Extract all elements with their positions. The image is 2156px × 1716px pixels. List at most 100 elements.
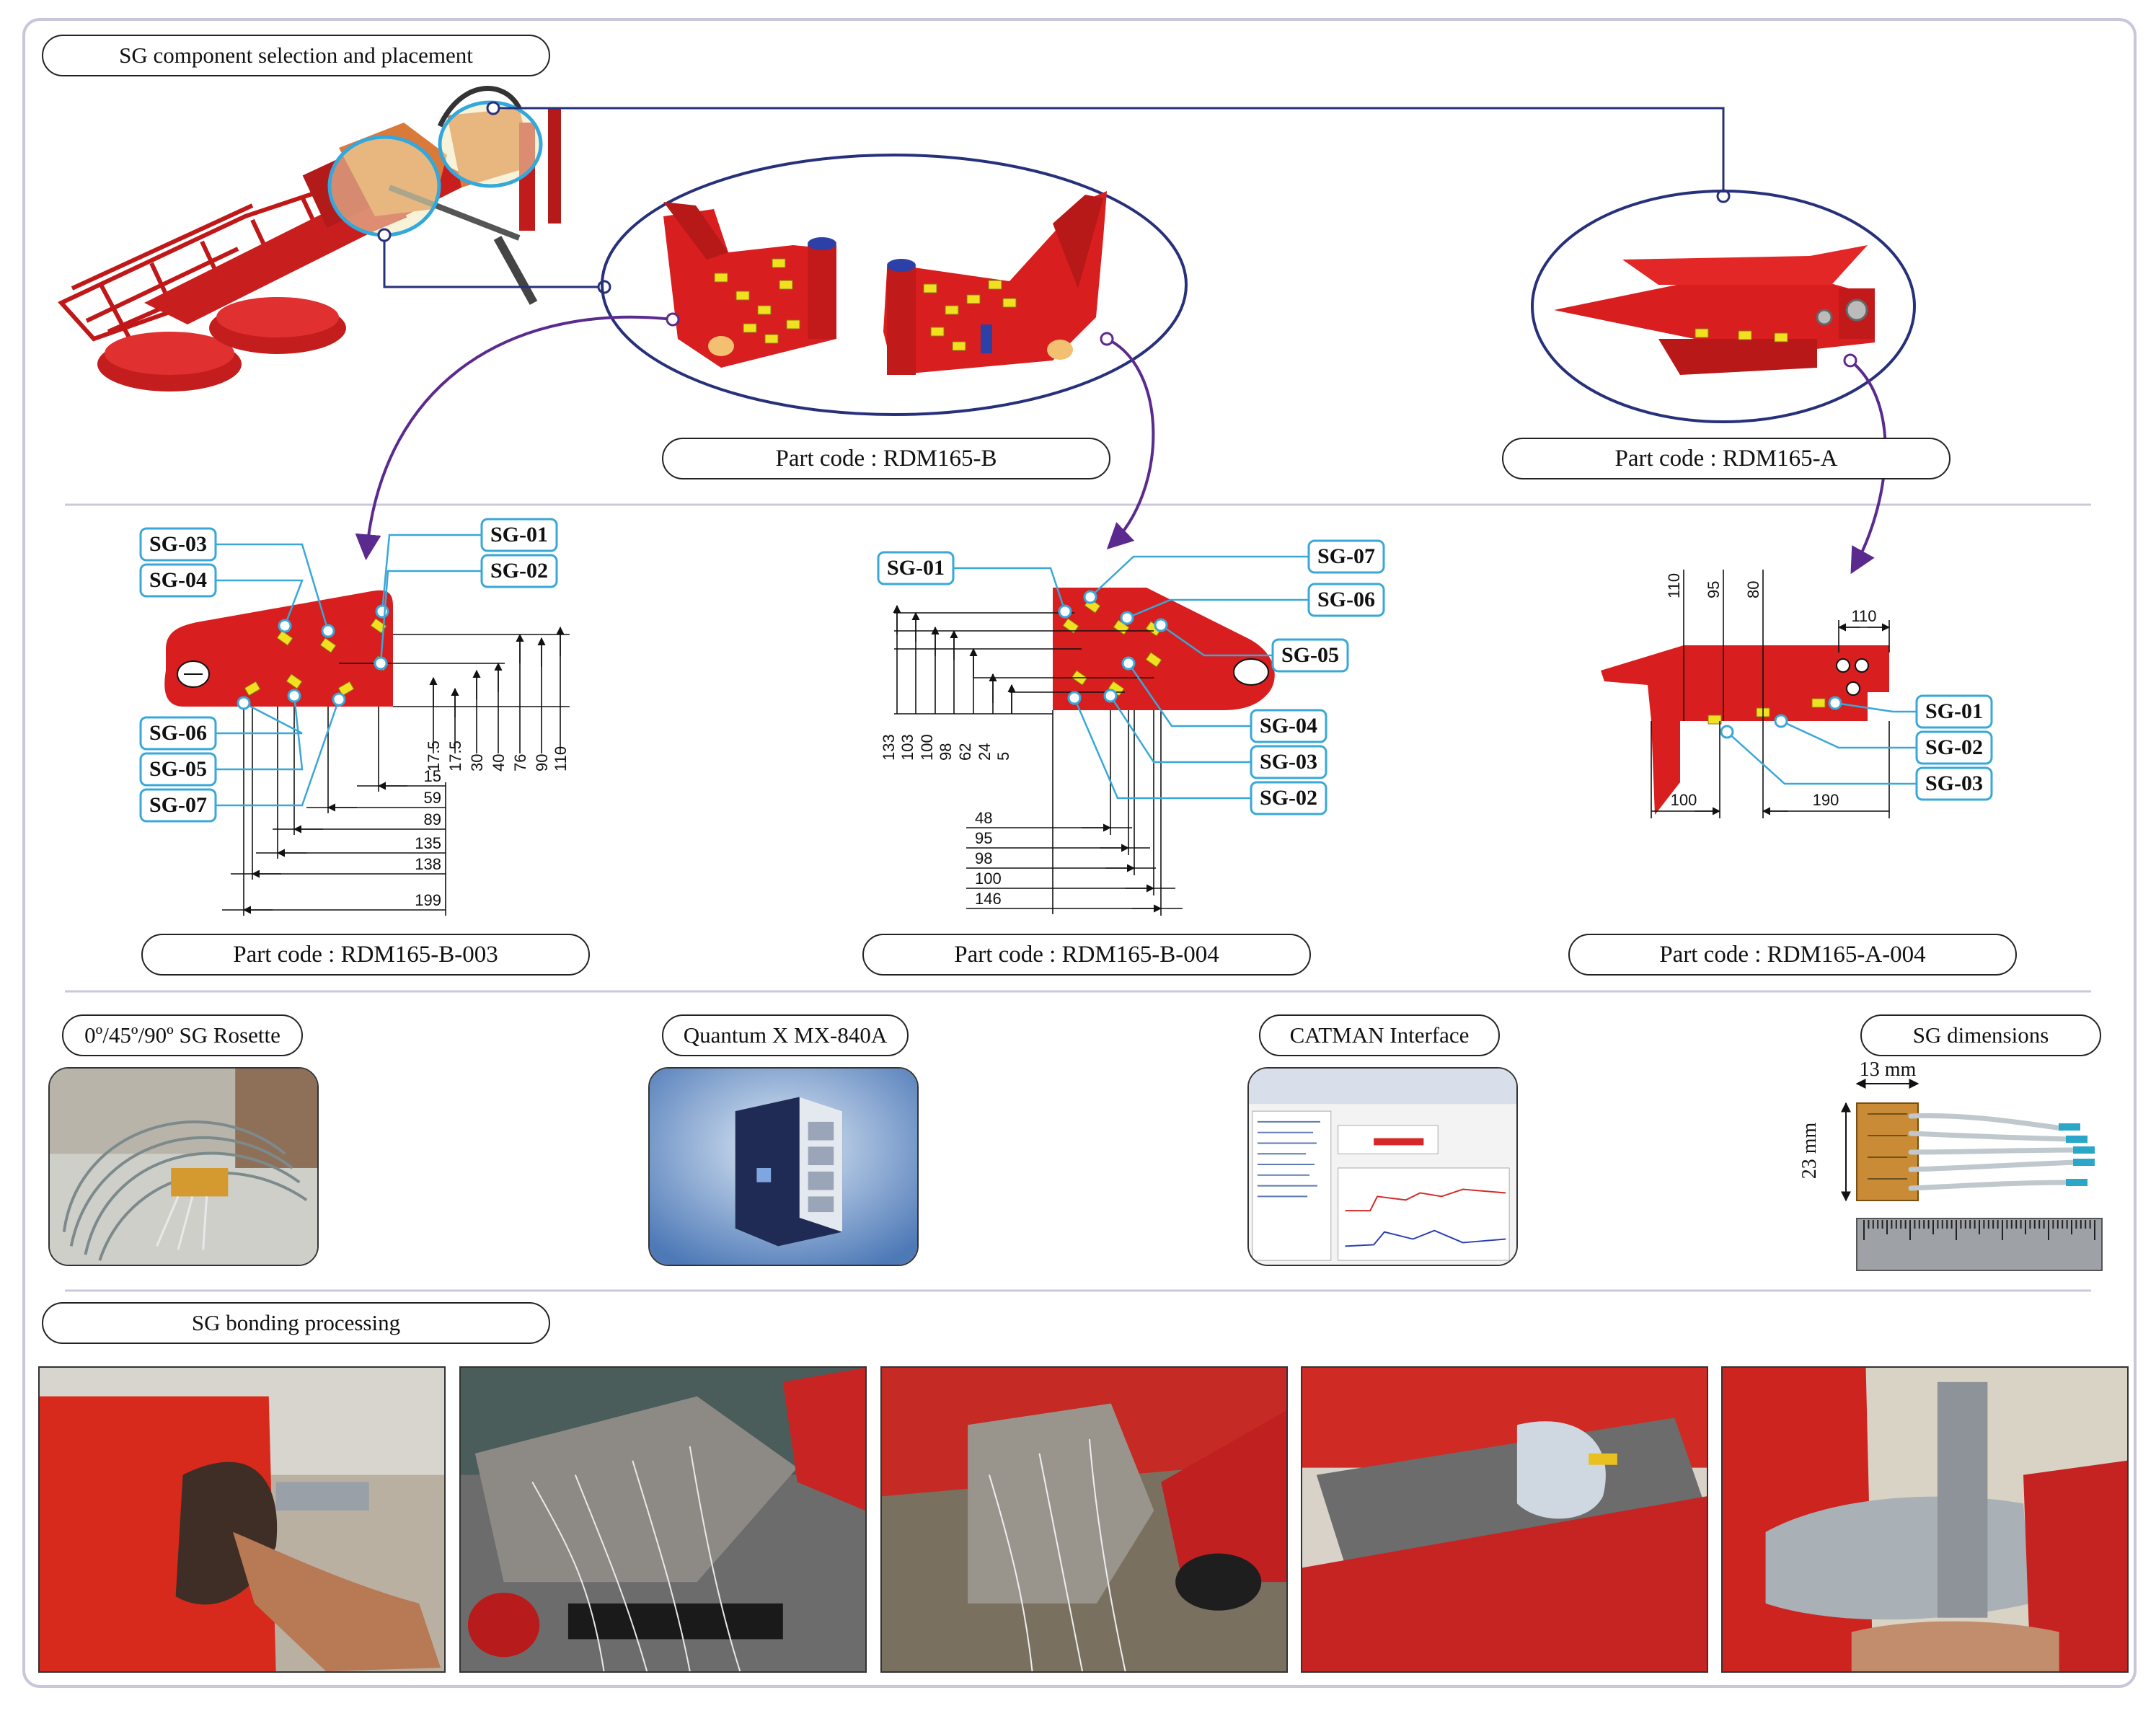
leader-endpoint [375,604,389,619]
dimension-value: 103 [898,734,916,761]
leader-endpoint [332,692,346,707]
part-a-3d [1554,245,1875,375]
sg-label-box [480,554,558,588]
strain-gauge-pad [952,341,966,351]
label-leader [216,543,330,632]
catman-photo [1247,1067,1518,1266]
leader-endpoint [287,689,301,703]
ellipse-part-b [601,154,1188,416]
sg-label-box [139,788,217,823]
label-leader [1126,598,1309,619]
highlight-circle-a [438,100,543,188]
sg-label: SG-03 [1260,750,1317,774]
strain-gauge-pad [779,280,793,290]
strain-gauge-pad [1062,618,1079,634]
strain-gauge-pad [923,283,937,293]
strain-gauge-pad [757,305,772,315]
label-leader [216,579,304,627]
label-leader [216,702,303,735]
strain-gauge-pad [319,637,337,653]
dimension-value: 135 [415,834,441,852]
part-code-b004: Part code : RDM165-B-004 [862,934,1311,976]
label-leader [1160,624,1273,657]
dim-width-label: 13 mm [1859,1058,1917,1081]
label-leader [1090,555,1309,598]
dimension-value: 59 [424,789,441,807]
dimension-value: 95 [1705,581,1723,598]
dimension-value: 40 [490,754,508,771]
leader-endpoint [374,656,388,671]
dimension-value: 95 [975,829,992,847]
dimension-value: 76 [511,754,529,771]
leader-endpoint [1774,714,1788,728]
equipment-title-dimensions: SG dimensions [1860,1014,2101,1056]
strain-gauge-pad [772,258,786,268]
sg-label-box [480,518,558,552]
equipment-title-quantum: Quantum X MX-840A [662,1014,909,1056]
dimension-value: 138 [415,855,441,873]
label-leader [1127,663,1251,727]
label-leader [1834,702,1917,713]
outer-frame [22,18,2137,1688]
dimension-value: 24 [976,743,994,761]
dimension-value: 110 [1665,573,1683,598]
section-title-bonding: SG bonding processing [42,1302,550,1344]
sg-label: SG-03 [149,532,207,556]
dimension-value: 90 [533,754,551,771]
strain-gauge-pad [988,280,1002,290]
dimension-value: 17.5 [446,740,464,771]
part-code-a: Part code : RDM165-A [1502,438,1950,479]
bonding-photo-4 [1301,1366,1708,1673]
label-leader [1073,697,1251,800]
sg-dimensions-figure [1841,1079,2103,1271]
sg-label-box [1307,583,1385,617]
strain-gauge-pad [286,673,303,689]
sg-label-box [139,563,217,598]
sg-label-box [1915,694,1993,729]
sg-label: SG-06 [149,721,207,745]
sg-label: SG-07 [149,793,207,817]
strain-gauge-pad [276,630,293,646]
rosette-photo [48,1067,319,1266]
drawing-b004 [1053,588,1275,710]
leader-endpoint [1121,656,1136,671]
sg-label-box [1250,781,1327,815]
dimension-value: 62 [956,743,974,761]
part-code-a004: Part code : RDM165-A-004 [1568,934,2017,976]
leader-endpoint [1103,689,1118,703]
bonding-photo-1 [38,1366,446,1673]
dimension-value: 110 [1851,607,1876,625]
bracket-b-left [663,202,836,368]
leader-endpoint [1058,604,1072,619]
sg-label: SG-05 [149,757,207,781]
label-leader [216,699,340,807]
strain-gauge-pad [786,319,800,330]
sg-label-box [1915,730,1993,765]
dimension-value: 100 [918,734,936,761]
strain-gauge-pad [1707,715,1722,725]
sg-label: SG-07 [1317,544,1375,568]
strain-gauge-pad [764,334,779,344]
strain-gauge-pad [966,294,981,304]
sg-label-box [1250,709,1327,743]
strain-gauge-pad [1738,330,1752,340]
sg-label: SG-04 [1260,714,1317,738]
drawing-a004 [1601,645,1889,815]
dimension-value: 146 [975,890,1002,908]
dim-height-label: 23 mm [1798,1122,1821,1180]
quantum-photo [648,1067,919,1266]
strain-gauge-pad [1811,698,1826,708]
dimension-value: 15 [424,767,441,785]
dimension-value: 30 [468,754,486,771]
strain-gauge-pad [1002,298,1017,308]
dimension-value: 100 [975,870,1002,888]
leader-endpoint [1154,618,1168,632]
dimension-value: 98 [937,743,955,761]
sg-label: SG-01 [490,523,548,547]
equipment-title-catman: CATMAN Interface [1259,1014,1500,1056]
label-leader [381,534,482,612]
part-code-b: Part code : RDM165-B [662,438,1110,479]
dimension-value: 5 [994,752,1012,761]
label-leader [1726,731,1917,785]
